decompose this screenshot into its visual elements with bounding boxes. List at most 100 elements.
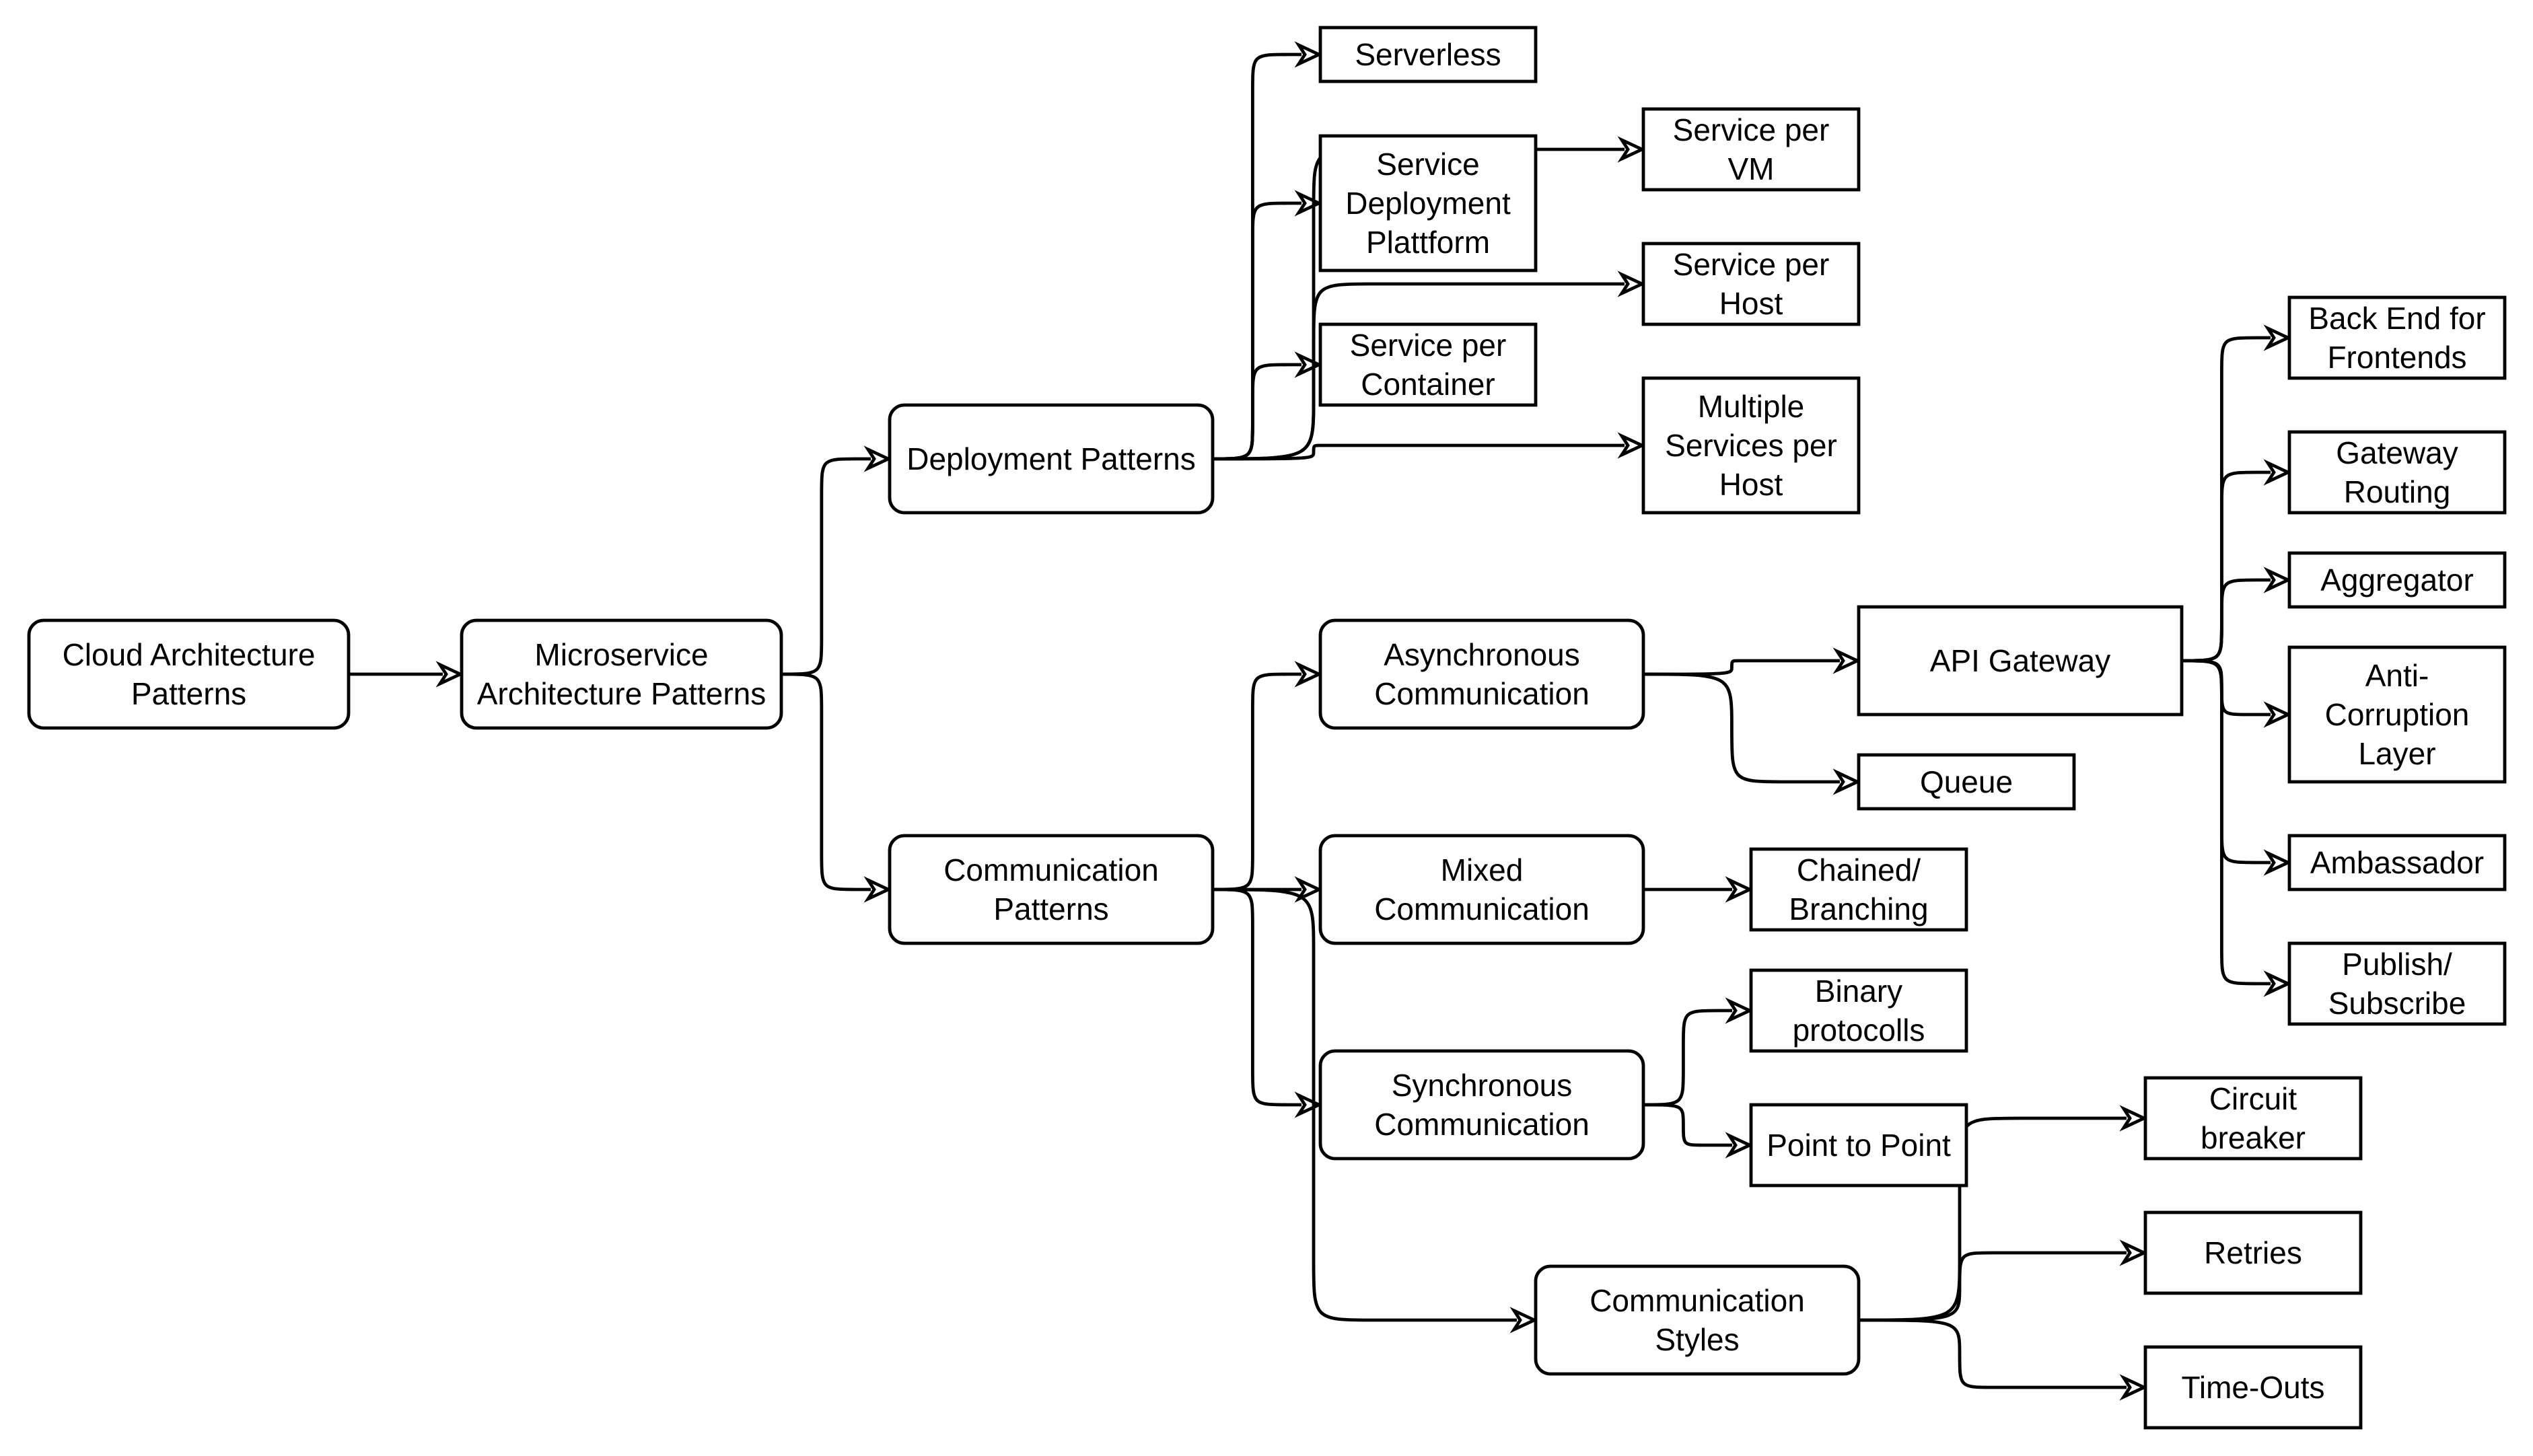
arrowhead-icon [1617,136,1646,163]
edge-async-to-queue [1643,672,1861,795]
connector-line [1212,201,1301,461]
connector-line [1212,672,1301,891]
node-box [1318,618,1645,730]
node-pubsub: Publish/Subscribe [2287,941,2507,1026]
arrowhead-icon [2263,970,2292,997]
connector-line [1212,52,1301,461]
node-box [1749,1103,1968,1188]
node-box [1318,834,1645,945]
node-label: Mixed [1441,852,1524,887]
node-label: Chained/ [1797,852,1921,887]
connector-line [1212,363,1301,461]
connector-line [1643,659,1840,676]
node-label: Microservice [534,637,708,672]
node-label: Service [1376,147,1479,182]
edge-apigw-to-acl [2181,659,2292,728]
node-label: Branching [1789,891,1928,926]
edge-styles-to-retries [1858,1239,2148,1322]
arrowhead-icon [1617,270,1646,297]
arrowhead-icon [2263,701,2292,728]
edge-async-to-apigw [1643,647,1861,676]
edge-apigw-to-ambassador [2181,659,2292,876]
node-label: Synchronous [1392,1068,1573,1103]
node-label: Deployment [1345,186,1511,221]
arrowhead-icon [2263,459,2292,486]
node-box [1318,1049,1645,1161]
node-label: Back End for [2308,301,2485,336]
arrowhead-icon [1509,1307,1538,1334]
arrowhead-icon [2119,1105,2148,1132]
node-label: API Gateway [1930,643,2110,678]
arrowhead-icon [1294,41,1323,68]
connector-line [1643,1103,1732,1147]
node-label: Binary [1815,974,1902,1009]
node-apigw: API Gateway [1857,605,2184,717]
node-box [460,618,783,730]
node-box [27,618,351,730]
node-label: Asynchronous [1384,637,1580,672]
node-box [2287,941,2507,1026]
node-box [2287,430,2507,515]
node-box [1749,847,1968,932]
edge-comm-to-styles [1212,887,1538,1334]
arrowhead-icon [2263,567,2292,593]
connector-line [2181,659,2271,717]
connector-line [2181,470,2271,663]
arrowhead-icon [2119,1374,2148,1401]
node-label: Service per [1350,328,1507,363]
edge-deploy-to-msph [1212,432,1646,461]
edge-sync-to-p2p [1643,1103,1754,1159]
node-box [888,403,1215,515]
edge-apigw-to-gwrouting [2181,459,2292,663]
node-deploy: Deployment Patterns [888,403,1215,515]
node-label: Communication [1374,891,1590,926]
edge-deploy-to-serverless [1212,41,1323,461]
node-box [2287,645,2507,784]
node-label: Retries [2204,1235,2302,1270]
arrowhead-icon [1294,661,1323,688]
connector-line [781,457,871,676]
node-box [1534,1264,1861,1376]
node-queue: Queue [1857,753,2076,811]
node-box [1857,605,2184,717]
node-label: Communication [1374,1107,1590,1142]
nodes-layer: Cloud ArchitecturePatternsMicroserviceAr… [27,26,2507,1430]
node-label: Styles [1655,1322,1739,1357]
arrowhead-icon [1294,190,1323,217]
edge-apigw-to-bff [2181,324,2292,663]
edge-comm-to-async [1212,661,1323,891]
connector-line [1212,887,1517,1322]
node-p2p: Point to Point [1749,1103,1968,1188]
node-box [2287,551,2507,609]
node-label: Corruption [2325,697,2470,732]
arrowhead-icon [1725,876,1754,903]
node-label: Circuit [2209,1081,2297,1116]
node-aggregator: Aggregator [2287,551,2507,609]
arrowhead-icon [2119,1239,2148,1266]
edge-apigw-to-pubsub [2181,659,2292,997]
node-label: Serverless [1355,37,1501,72]
node-serverless: Serverless [1318,26,1538,83]
node-box [2287,295,2507,380]
node-box [1857,753,2076,811]
connector-line [1643,1009,1732,1107]
node-retries: Retries [2143,1210,2363,1295]
node-label: Service per [1673,112,1830,147]
node-box [1641,107,1861,192]
node-label: Patterns [131,676,246,711]
node-label: Publish/ [2342,947,2452,982]
node-label: Point to Point [1767,1128,1951,1163]
connector-line [2181,336,2271,663]
node-label: Patterns [993,891,1108,926]
connector-line [1643,672,1840,784]
node-label: Anti- [2365,658,2429,693]
